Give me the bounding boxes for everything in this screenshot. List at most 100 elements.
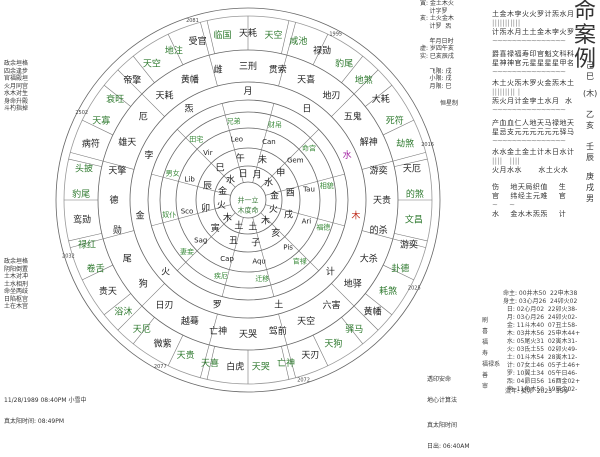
branch-planet: 木 — [261, 215, 270, 227]
palace: 福德 — [316, 222, 330, 231]
sun-time-label: 真太阳时间 — [427, 422, 458, 429]
outer-star: 头披 — [75, 162, 93, 174]
outer-star: 天寡 — [92, 114, 110, 126]
year-label: 2072 — [297, 377, 310, 383]
outer-star: 帝擎 — [123, 74, 141, 86]
branch: 巳 — [216, 162, 225, 173]
pillar: 庚戌 — [586, 172, 594, 192]
row: 火月水水 水土火水 — [492, 166, 569, 174]
outer-star: 亡神 — [277, 357, 295, 369]
divider: ~~~~~~~~~~~~~~~ — [492, 137, 566, 145]
outer-star: 天厄 — [403, 163, 421, 174]
true-solar-time: 真太阳时间: 08:49PM — [4, 418, 65, 425]
outer-star: 驿马 — [345, 324, 363, 335]
ring-planet: 月 — [243, 86, 252, 97]
branch-planet: 土 — [248, 221, 257, 233]
branch: 酉 — [286, 187, 295, 198]
chart-info: 寅: 金土木火 计字罗 亥: 土火金木 计罗 炁 年月日时 虚: 岁四午亥 实:… — [420, 0, 454, 90]
row: 爵喜禄福寿印官魁文科科 — [492, 50, 575, 58]
mid-star: 地驿 — [344, 278, 362, 290]
row: 水水金土金土计木日水计 — [492, 148, 575, 156]
mid-star: 天擎 — [108, 164, 126, 176]
branch: 亥 — [271, 227, 280, 239]
outer-star: 浴沐 — [114, 305, 132, 317]
mid-star: 游奕 — [370, 164, 388, 176]
zodiac-sign: Tau — [302, 185, 315, 193]
zodiac-sign: Ari — [302, 217, 312, 225]
branch-planet: 水 — [264, 177, 273, 189]
branch-planet: 木 — [223, 212, 232, 224]
mid-star: 的杀 — [370, 224, 388, 236]
outer-ring — [55, 7, 441, 393]
zodiac-sign: Gem — [287, 156, 304, 164]
outer-star: 大耗 — [372, 93, 390, 105]
mid-star: 亡神 — [209, 325, 227, 337]
ring-planet: 日 — [302, 103, 311, 114]
branch-planet: 火 — [269, 204, 278, 215]
page-title: 命 案 例 — [572, 0, 598, 72]
mid-star: 大杀 — [360, 252, 378, 264]
outer-star: 天哭 — [252, 362, 270, 373]
outer-star: 禄红 — [78, 238, 96, 250]
branch-planet: 水 — [226, 174, 235, 186]
row: 伤 地天局织值 生 — [492, 183, 567, 191]
outer-star: 天喜 — [201, 357, 219, 369]
outer-star: 游奕 — [400, 238, 418, 250]
zodiac-sign: Pis — [283, 244, 293, 252]
outer-star: 贵天 — [99, 285, 117, 297]
row: 炁火月计金孛土水月 水 — [492, 97, 573, 105]
outer-star: 天耗 — [239, 28, 257, 39]
branch: 寅 — [211, 222, 220, 234]
branch: 戌 — [284, 209, 293, 221]
outer-star: 天空 — [143, 58, 161, 70]
ring-planet: 火 — [161, 267, 170, 278]
title-char: 案 — [573, 23, 596, 48]
zodiac-sign: Can — [262, 138, 276, 146]
branch: 辰 — [203, 181, 212, 192]
footer-left: 11/28/1989 08:40PM 小雪中 真太阳时间: 08:49PM — [4, 383, 86, 432]
divider: ~~~~~~~~~~~~~~~ — [492, 68, 566, 76]
palace: 相貌 — [320, 181, 334, 190]
mid-star: 地刃 — [323, 89, 341, 101]
zodiac-sign: Aqu — [252, 257, 266, 265]
outer-star: 卦德 — [391, 262, 409, 274]
divider: | | | | | | | | | | | — [492, 19, 520, 27]
mid-star: 解神 — [360, 136, 378, 148]
mid-star: 德 — [109, 194, 118, 206]
year-label: 2502 — [75, 110, 88, 116]
outer-star: 禄勋 — [313, 44, 331, 56]
year-label: 1995 — [329, 31, 342, 37]
row: 计炁水月土土金木孛火罗 — [492, 28, 575, 36]
zodiac-sign: Lib — [184, 176, 195, 184]
branch: 申 — [276, 166, 285, 178]
row: 木土火炁木罗火金炁木土 — [492, 79, 575, 87]
outer-star: 劫煞 — [396, 138, 414, 150]
outer-star: 地注 — [165, 44, 183, 56]
pillar: 男 — [586, 194, 594, 203]
outer-star: 豹尾 — [72, 188, 90, 200]
outer-star: 卷舌 — [87, 262, 105, 274]
left-notes-upper: 政余垣格 四余逢步 官福殿垣 火月同宫 水木对生 身命升殿 斗杓指掉 — [4, 60, 29, 112]
pillar: (木) — [583, 89, 598, 98]
mid-star: 日刃 — [155, 300, 173, 311]
branch-planet: 土 — [234, 220, 243, 232]
outer-star: 耗煞 — [379, 285, 397, 297]
pillar: 壬辰 — [586, 142, 594, 162]
ring-planet: 孛 — [144, 149, 153, 161]
row: 星神神官元星星星星甲名 — [492, 59, 575, 67]
ring-planet: 炁 — [185, 103, 194, 114]
zodiac-sign: Sag — [194, 237, 207, 245]
mid-star: 雄天 — [118, 136, 136, 148]
zodiac-sign: Sco — [181, 208, 194, 216]
mid-star: 天贵 — [373, 194, 391, 206]
mid-star: 黄幡 — [181, 73, 199, 85]
table-left-labels: 刷 喜 福 寿 福禄系 善 审 — [482, 317, 501, 390]
title-char: 例 — [573, 47, 596, 72]
row: 水 金水木炁炁 计 — [492, 210, 567, 218]
row: 星忌支元元元元元元驿马 — [492, 128, 575, 136]
pillar: 乙亥 — [586, 110, 594, 130]
row: 产血血仁人地天马禄地天 — [492, 119, 575, 127]
branch: 未 — [258, 154, 267, 166]
ring-planet: 水 — [343, 149, 352, 161]
mid-star: 狗 — [139, 278, 148, 290]
